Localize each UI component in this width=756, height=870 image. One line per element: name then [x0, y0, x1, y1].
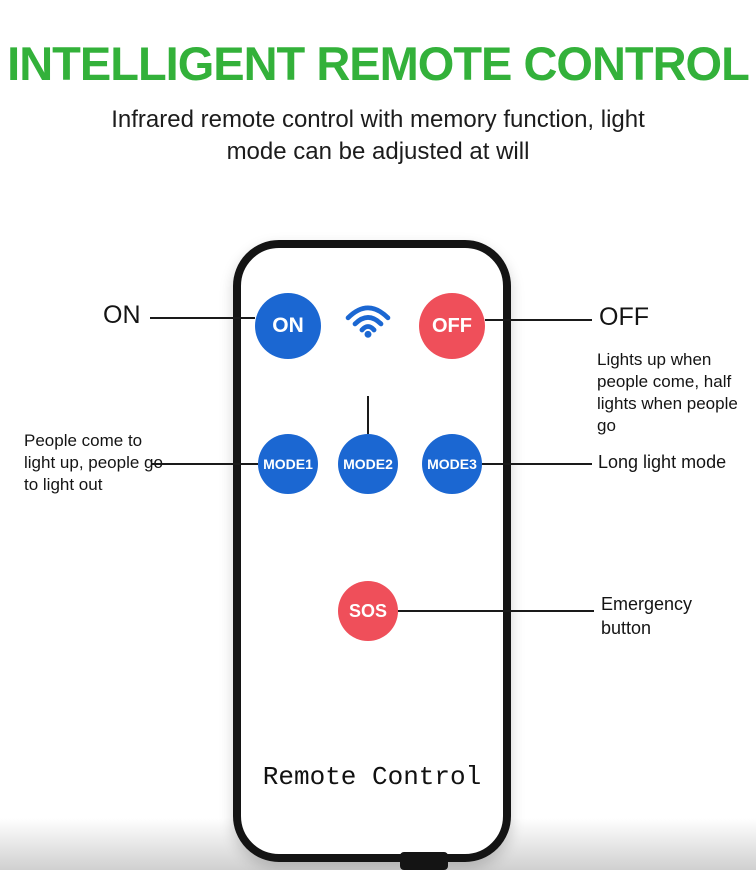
mode2-button: MODE2 [338, 434, 398, 494]
remote-control-label: Remote Control [262, 762, 482, 792]
mode3-button: MODE3 [422, 434, 482, 494]
mode1-button: MODE1 [258, 434, 318, 494]
callout-mode3-label: Long light mode [598, 452, 727, 472]
callout-mode1-label: People come to light up, people go to li… [24, 431, 163, 495]
leader-line-on [150, 317, 255, 319]
sos-button: SOS [338, 581, 398, 641]
leader-line-mode3 [482, 463, 592, 465]
callout-on-label: ON [103, 301, 141, 329]
page-title: INTELLIGENT REMOTE CONTROL [7, 37, 750, 90]
callout-mode2-label: Lights up when people come, half lights … [597, 350, 738, 436]
subtitle-text: Infrared remote control with memory func… [111, 106, 645, 166]
leader-line-mode2 [367, 396, 369, 434]
callout-off-label: OFF [599, 303, 649, 331]
leader-line-mode1 [152, 463, 258, 465]
off-button: OFF [419, 293, 485, 359]
leader-line-sos [398, 610, 594, 612]
wifi-signal-icon [345, 305, 391, 338]
leader-line-off [485, 319, 592, 321]
remote-bottom-tab [400, 852, 448, 870]
callout-sos-label: Emergency button [601, 594, 693, 639]
on-button: ON [255, 293, 321, 359]
